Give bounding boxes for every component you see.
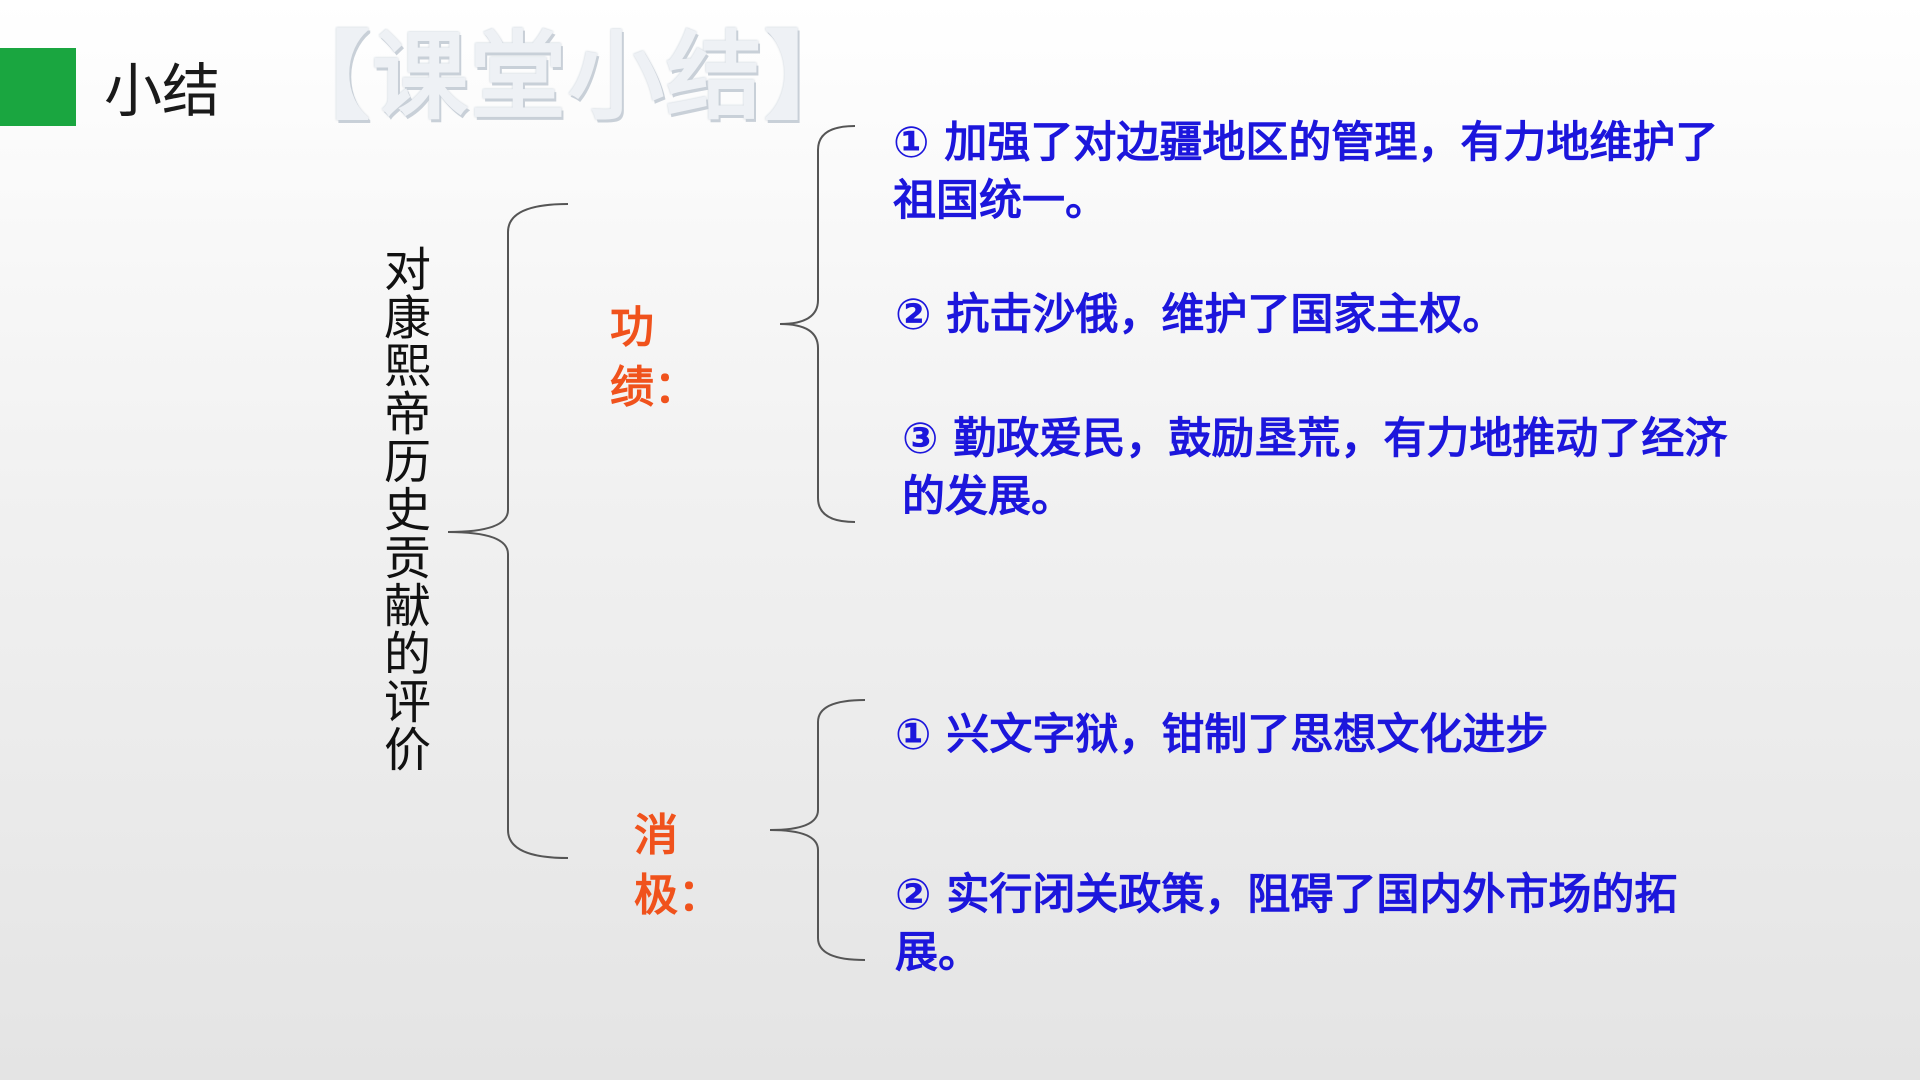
achievements-label: 功 绩： xyxy=(610,302,698,413)
achievement-item-2: ② 抗击沙俄，维护了国家主权。 xyxy=(895,290,1506,340)
negative-item-2: ② 实行闭关政策，阻碍了国内外市场的拓展。 xyxy=(895,870,1678,978)
negative-item-1: ① 兴文字狱，钳制了思想文化进步 xyxy=(895,710,1549,760)
slide-title: 小结 xyxy=(104,57,221,125)
title-accent-bar xyxy=(0,48,76,126)
negatives-curly-brace xyxy=(769,699,866,961)
achievement-item-3: ③ 勤政爱民，鼓励垦荒，有力地推动了经济的发展。 xyxy=(902,414,1728,522)
main-curly-brace xyxy=(447,203,569,859)
achievements-curly-brace xyxy=(779,125,856,523)
negatives-label: 消 极： xyxy=(634,810,722,921)
evaluation-subject: 对康熙帝历史贡献的评价 xyxy=(375,245,430,773)
achievement-item-1: ① 加强了对边疆地区的管理，有力地维护了祖国统一。 xyxy=(893,118,1719,226)
banner-heading: 【课堂小结】 xyxy=(274,21,862,133)
